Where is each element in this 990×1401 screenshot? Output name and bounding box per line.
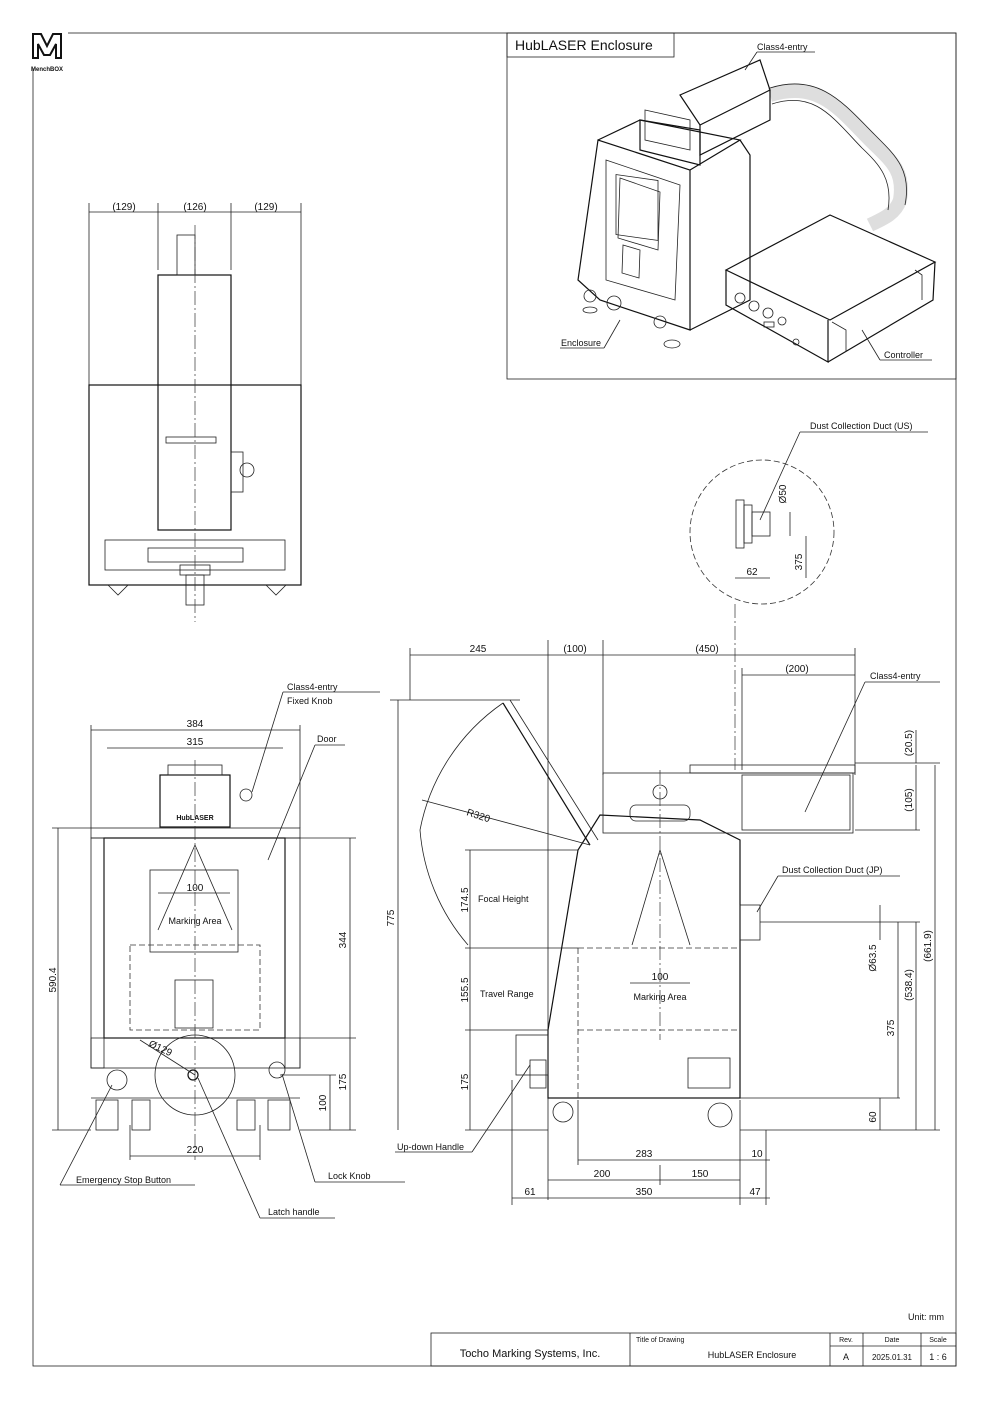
- dim-top-129a: (129): [112, 202, 135, 213]
- travel-range-label: Travel Range: [480, 989, 534, 999]
- rev-label: Rev.: [839, 1337, 853, 1344]
- dim-283: 283: [636, 1149, 653, 1160]
- dim-220: 220: [187, 1145, 204, 1156]
- rev-value: A: [843, 1352, 849, 1362]
- dim-r320: R320: [465, 807, 492, 825]
- detail-us-duct: Ø50 375 62 Dust Collection Duct (US): [689, 421, 928, 770]
- date-label: Date: [885, 1337, 900, 1344]
- marking-area-side: Marking Area: [633, 992, 686, 1002]
- scale-label: Scale: [929, 1337, 947, 1344]
- dim-20: (20.5): [904, 730, 915, 756]
- detail-title: Dust Collection Duct (US): [810, 421, 913, 431]
- dim-450: (450): [695, 644, 718, 655]
- dim-front-100h: 100: [318, 1094, 329, 1111]
- dim-side-175: 175: [460, 1073, 471, 1090]
- menchbox-logo: MenchBOX: [28, 28, 68, 73]
- callout-estop: Emergency Stop Button: [76, 1175, 171, 1185]
- dim-315: 315: [187, 737, 204, 748]
- date-value: 2025.01.31: [872, 1353, 913, 1362]
- callout-fixed-knob: Fixed Knob: [287, 696, 333, 706]
- dim-front-175: 175: [338, 1073, 349, 1090]
- dim-538: (538.4): [904, 969, 915, 1001]
- dim-60: 60: [868, 1111, 879, 1123]
- detail-375: 375: [794, 553, 805, 570]
- hublaser-label: HubLASER: [176, 815, 213, 822]
- drawing-title: HubLASER Enclosure: [708, 1350, 797, 1360]
- iso-view: HubLASER Enclosure: [506, 32, 957, 380]
- dim-side-100b: 100: [652, 972, 669, 983]
- callout-class4-iso: Class4-entry: [757, 42, 808, 52]
- dim-dia129: Ø129: [147, 1039, 174, 1059]
- front-view: 384 315 HubLASER Marking Area 100: [48, 682, 405, 1219]
- dim-155: 155.5: [460, 977, 471, 1002]
- dim-245: 245: [470, 644, 487, 655]
- callout-duct-jp: Dust Collection Duct (JP): [782, 865, 883, 875]
- callout-controller: Controller: [884, 350, 923, 360]
- title-block: Unit: mm Tocho Marking Systems, Inc. Tit…: [430, 1312, 957, 1367]
- dim-side-200b: 200: [594, 1169, 611, 1180]
- dim-384: 384: [187, 719, 204, 730]
- callout-lock-knob: Lock Knob: [328, 1171, 371, 1181]
- unit-label: Unit: mm: [908, 1312, 944, 1322]
- drawing-border: [32, 32, 957, 1367]
- detail-62: 62: [746, 567, 758, 578]
- dim-61: 61: [524, 1187, 536, 1198]
- dim-105: (105): [904, 788, 915, 811]
- dim-10: 10: [751, 1149, 763, 1160]
- scale-value: 1 : 6: [929, 1352, 947, 1362]
- company-name: Tocho Marking Systems, Inc.: [460, 1348, 601, 1360]
- dim-47: 47: [749, 1187, 761, 1198]
- dim-150: 150: [692, 1169, 709, 1180]
- dim-590: 590.4: [48, 967, 59, 992]
- dim-top-129b: (129): [254, 202, 277, 213]
- callout-class4-front: Class4-entry: [287, 682, 338, 692]
- callout-class4-side: Class4-entry: [870, 671, 921, 681]
- dim-661: (661.9): [923, 930, 934, 962]
- logo-text: MenchBOX: [31, 67, 63, 73]
- focal-height-label: Focal Height: [478, 894, 529, 904]
- dim-174: 174.5: [460, 887, 471, 912]
- top-view: (129) (126) (129): [88, 202, 302, 622]
- callout-enclosure: Enclosure: [561, 338, 601, 348]
- iso-view-title: HubLASER Enclosure: [515, 37, 653, 53]
- callout-updown-handle: Up-down Handle: [397, 1142, 464, 1152]
- dim-344: 344: [338, 931, 349, 948]
- dim-dia63: Ø63.5: [868, 944, 879, 972]
- dim-side-200: (200): [785, 664, 808, 675]
- title-label: Title of Drawing: [636, 1337, 684, 1344]
- dim-side-100: (100): [563, 644, 586, 655]
- dim-top-126: (126): [183, 202, 206, 213]
- dim-775: 775: [386, 909, 397, 926]
- callout-latch: Latch handle: [268, 1207, 320, 1217]
- side-view: 245 (100) (450) (200) R320 775: [386, 640, 940, 1205]
- dim-side-375: 375: [886, 1019, 897, 1036]
- detail-dia50: Ø50: [778, 484, 789, 503]
- callout-door: Door: [317, 734, 337, 744]
- dim-350: 350: [636, 1187, 653, 1198]
